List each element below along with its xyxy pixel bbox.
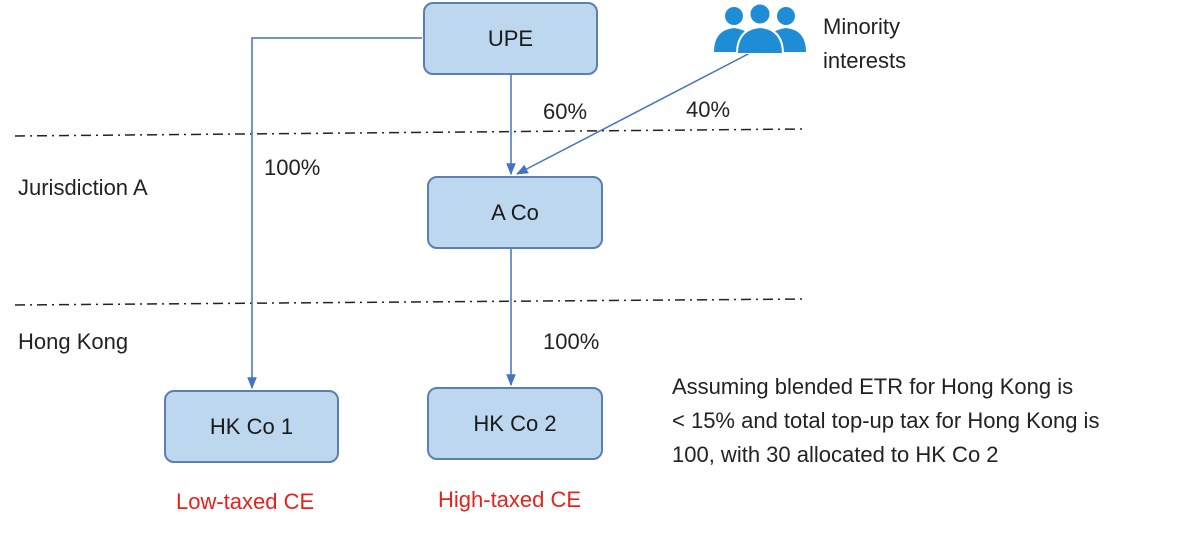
note-line1: Assuming blended ETR for Hong Kong is [672,374,1074,399]
node-upe: UPE [423,2,598,75]
note-line3: 100, with 30 allocated to HK Co 2 [672,442,999,467]
jurisdiction-divider-top [14,128,806,137]
pct-aco-to-hkco2: 100% [543,329,600,354]
node-upe-label: UPE [487,25,534,51]
node-hk-co-1: HK Co 1 [164,390,339,463]
pct-minority-to-aco: 40% [686,97,731,122]
jurisdiction-divider-bottom [14,298,806,306]
jurisdiction-hk-label: Hong Kong [18,329,129,354]
node-hk-co-2-label: HK Co 2 [473,410,557,436]
people-group-icon [714,2,806,54]
pct-upe-to-aco: 60% [543,99,588,124]
minority-label-line2: interests [823,48,907,73]
node-a-co-label: A Co [491,199,539,225]
node-a-co: A Co [427,176,603,249]
hkco2-ce-label: High-taxed CE [438,487,582,512]
arrow-upe-to-hkco1 [247,37,422,390]
node-hk-co-2: HK Co 2 [427,387,603,460]
node-hk-co-1-label: HK Co 1 [209,413,294,439]
minority-label-line1: Minority [823,14,901,39]
assumption-note: Assuming blended ETR for Hong Kong is < … [672,370,1197,472]
arrow-minority-to-aco [515,51,753,175]
pct-upe-to-hkco1: 100% [264,155,321,180]
jurisdiction-a-label: Jurisdiction A [18,175,148,200]
hkco1-ce-label: Low-taxed CE [176,489,315,514]
note-line2: < 15% and total top-up tax for Hong Kong… [672,408,1100,433]
